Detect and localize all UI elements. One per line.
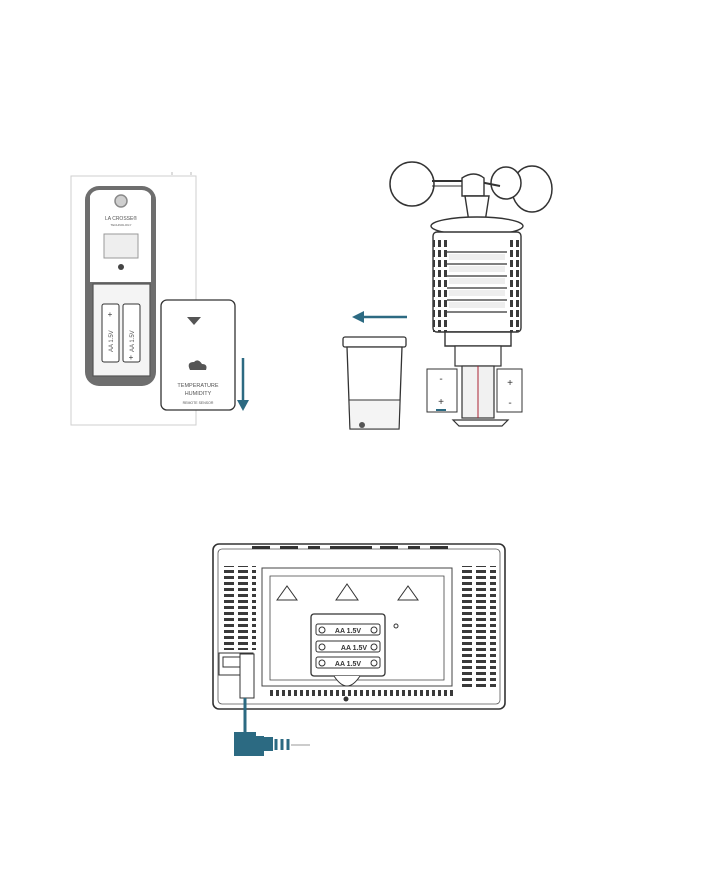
sensor-brand-sub: TECHNOLOGY — [110, 223, 131, 227]
anemometer-sensor-illustration: - + + - — [343, 162, 552, 429]
battery-left-plus: + — [438, 397, 444, 408]
left-arrow-icon — [352, 311, 407, 323]
sensor-brand-label: LA CROSSE® — [105, 215, 137, 222]
sensor-battery-2-label: AA 1.5V — [130, 330, 136, 352]
sensor-battery-1-label: AA 1.5V — [109, 330, 115, 352]
console-battery-3-label: AA 1.5V — [335, 661, 362, 668]
remote-sensor-illustration: LA CROSSE® TECHNOLOGY AA 1.5V AA 1.5V + … — [71, 172, 249, 425]
sensor-display-window — [104, 234, 138, 258]
display-console-back: AA 1.5V AA 1.5V AA 1.5V — [213, 544, 505, 709]
anemometer-cup-left — [390, 162, 434, 206]
console-battery-1-label: AA 1.5V — [335, 628, 362, 635]
battery-right-minus: - — [508, 398, 511, 409]
sensor-battery-2-plus: + — [129, 353, 134, 362]
down-arrow-icon — [237, 358, 249, 411]
door-title-line2: HUMIDITY — [185, 391, 212, 397]
sensor-reset-hole — [118, 264, 124, 270]
dc-jack-port — [240, 654, 254, 698]
battery-left-minus: - — [439, 374, 442, 385]
sensor-led-icon — [115, 195, 127, 207]
console-battery-2-label: AA 1.5V — [341, 645, 368, 652]
sensor-battery-1-plus: + — [108, 310, 113, 319]
battery-right-plus: + — [507, 378, 513, 389]
door-title-line1: TEMPERATURE — [177, 383, 218, 389]
door-model: REMOTE SENSOR — [183, 401, 214, 405]
